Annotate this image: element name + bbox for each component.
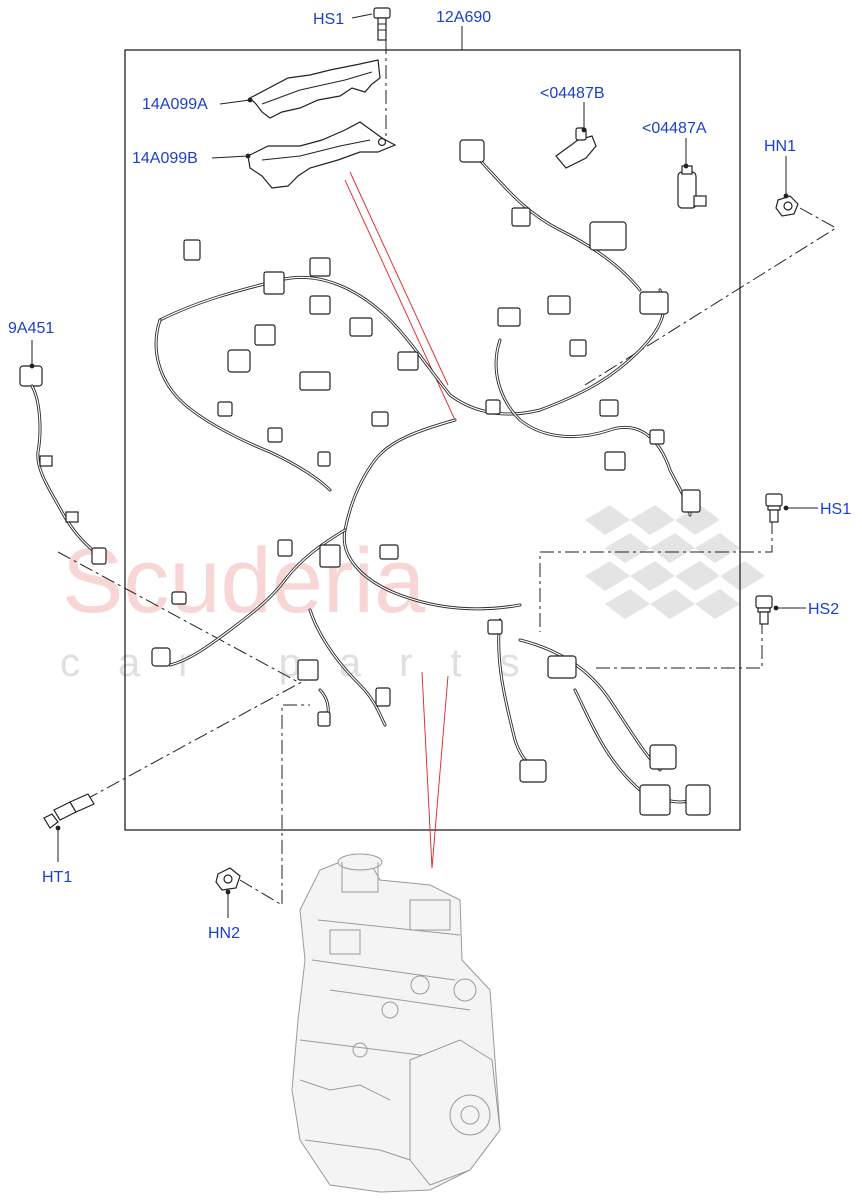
heat-shield-bracket-a xyxy=(248,59,381,119)
bolt-hs1-right xyxy=(765,493,783,523)
label-hs1-right: HS1 xyxy=(820,501,851,518)
watermark-checker xyxy=(585,505,765,619)
hex-nut-hn2 xyxy=(215,867,241,891)
pressure-sensor-a xyxy=(677,165,707,209)
hex-nut-hn1 xyxy=(775,195,799,217)
watermark: Scuderia car parts xyxy=(60,505,765,685)
label-hn2: HN2 xyxy=(208,925,240,942)
label-14a099b: 14A099B xyxy=(132,150,198,167)
bolt-hs1-top xyxy=(373,7,391,41)
reference-lines xyxy=(344,171,456,869)
pressure-sensor-b xyxy=(555,127,597,169)
label-hs1-top: HS1 xyxy=(313,11,344,28)
heat-shield-bracket-b xyxy=(247,121,397,189)
harness-frame xyxy=(124,49,741,831)
label-04487b: <04487B xyxy=(540,85,605,102)
engine-block xyxy=(291,853,501,1193)
watermark-brand: Scuderia xyxy=(62,530,426,632)
label-hn1: HN1 xyxy=(764,138,796,155)
sensor-9a451 xyxy=(19,365,107,565)
bolt-hs2 xyxy=(755,595,773,625)
label-14a099a: 14A099A xyxy=(142,96,208,113)
label-hs2: HS2 xyxy=(808,601,839,618)
label-ht1: HT1 xyxy=(42,869,72,886)
label-9a451: 9A451 xyxy=(8,320,54,337)
label-04487a: <04487A xyxy=(642,120,707,137)
fastener-lines xyxy=(57,40,837,906)
callout-labels: 12A690 HS1 14A099A 14A099B <04487B <0448… xyxy=(8,9,851,942)
harness-connectors xyxy=(151,139,711,816)
callout-leaders xyxy=(29,13,818,918)
label-12a690: 12A690 xyxy=(436,9,491,26)
stud-ht1 xyxy=(43,793,95,829)
